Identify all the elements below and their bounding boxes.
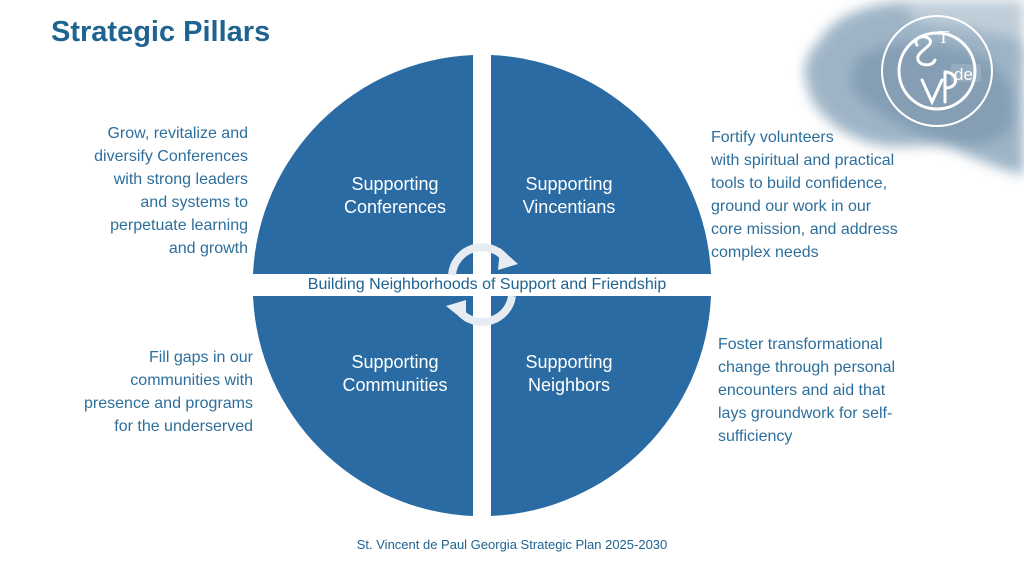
description-conferences: Grow, revitalize and diversify Conferenc… bbox=[94, 125, 248, 257]
center-band-text: Building Neighborhoods of Support and Fr… bbox=[307, 276, 667, 293]
footer-text: St. Vincent de Paul Georgia Strategic Pl… bbox=[356, 537, 668, 552]
description-communities: Fill gaps in our communities with presen… bbox=[84, 349, 253, 435]
quadrant-bottom-right bbox=[491, 296, 711, 516]
cycle-arrows-icon bbox=[448, 243, 516, 326]
page-title: Strategic Pillars bbox=[51, 16, 271, 48]
description-vincentians: Fortify volunteers with spiritual and pr… bbox=[711, 129, 898, 261]
quadrant-bottom-left bbox=[253, 296, 473, 516]
quadrant-top-left bbox=[253, 55, 473, 274]
description-neighbors: Foster transformational change through p… bbox=[718, 336, 896, 445]
quadrant-top-right bbox=[491, 55, 711, 274]
